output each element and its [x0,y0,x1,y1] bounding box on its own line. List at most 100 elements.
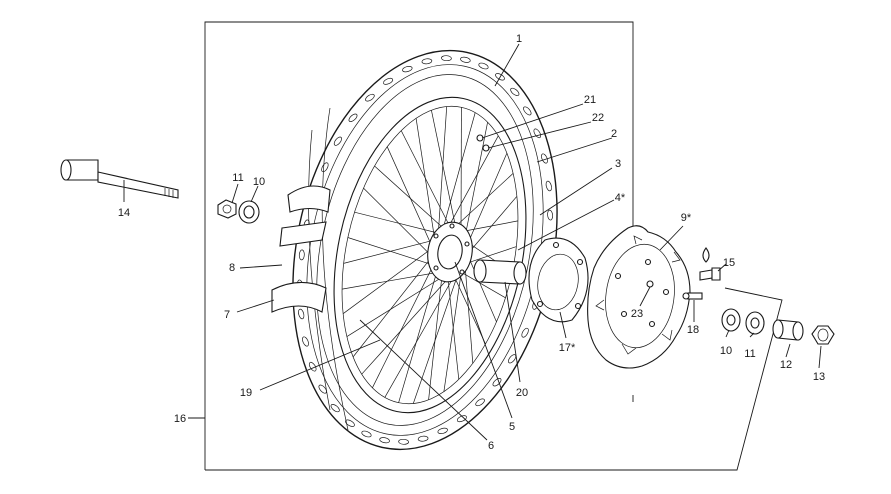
spoke [384,266,460,398]
left-bearing [238,200,260,224]
tread-block [348,113,358,122]
spoke [352,251,437,358]
right-bearing-11 [745,311,765,335]
tread-block [402,66,413,73]
tread-block [321,162,329,173]
left-axle-nut [217,199,237,219]
disc-pin-23 [646,280,654,288]
spoke [462,122,488,246]
tread-block [456,415,467,423]
spoke [440,112,476,238]
front-axle [60,159,179,199]
tread-block [475,398,485,407]
callout-21: 21 [584,94,596,106]
tread-block [298,249,305,261]
callout-14: 14 [118,207,130,219]
callout-4: 4* [615,192,626,204]
tread-block [460,56,471,63]
tread-block [478,62,489,70]
tread-block [541,153,548,164]
tread-block [508,354,517,364]
tread-block [333,136,342,146]
callout-19: 19 [240,387,252,399]
spoke [361,270,456,375]
callout-11-left: 11 [232,172,243,184]
callout-20: 20 [516,387,528,399]
spoke [343,238,440,264]
spoke [347,237,442,269]
callout-2: 2 [611,128,617,140]
spoke [412,261,463,404]
callout-10-left: 10 [253,176,265,188]
spoke [463,152,508,253]
spoke [431,110,458,236]
spoke [398,264,440,403]
right-spacer [772,319,804,341]
spoke [342,244,438,314]
threadlock-drop-icon [702,247,710,263]
tread-block [492,378,502,387]
callout-labels: 1 21 22 2 3 4* 9* 15 23 18 17* 10 11 12 … [118,33,825,452]
spoke [374,165,449,233]
spoke [363,187,439,263]
spoke [449,173,514,233]
spoke [451,271,486,345]
tread-block [523,106,532,116]
tread-block [330,404,340,413]
callout-6: 6 [488,440,494,452]
spoke [415,118,437,250]
callout-11-right: 11 [744,348,755,360]
tread-block [298,308,305,320]
wheel-hub [427,221,473,283]
callout-8: 8 [229,262,235,274]
tread-block [379,437,390,444]
tread-block [318,384,327,394]
tread-block [545,180,552,192]
callout-1: 1 [516,33,522,45]
spoke [428,268,444,400]
tread-block [302,336,309,347]
spoke [456,269,506,299]
tread-block [521,327,529,338]
callout-13: 13 [813,371,825,383]
tread-block [547,209,553,221]
callout-9: 9* [681,212,692,224]
tread-block [365,93,375,102]
spoke [400,130,454,233]
tread-block [421,58,433,65]
callout-5: 5 [509,421,515,433]
rim-tape [271,185,331,313]
tread-block [398,438,409,445]
tread-block [533,128,542,139]
callout-18: 18 [687,324,699,336]
spoke [372,258,438,388]
callout-12: 12 [780,359,792,371]
tread-block [345,419,355,427]
right-axle-nut [811,325,835,345]
tread-block [308,361,317,372]
spoke [446,271,460,380]
callout-23: 23 [631,308,643,320]
disc-adapter [528,237,589,323]
spoke [342,270,446,290]
callout-7: 7 [224,309,230,321]
callout-15: 15 [723,257,735,269]
disc-screw [699,267,721,281]
callout-3: 3 [615,158,621,170]
disc-bolt-18 [682,292,703,300]
tread-block [437,427,448,434]
brake-disc [587,225,691,369]
axle-spacer [473,259,527,285]
spoke [437,106,448,243]
right-bearing-10 [721,308,741,332]
callout-10-right: 10 [720,345,732,357]
tread-block [417,435,429,442]
spoke [346,271,451,337]
tread-block [441,55,452,62]
tread-block [361,430,372,438]
valve-cap [476,134,490,152]
tread-block [510,87,520,96]
spoke [386,146,437,257]
leader-lines [123,43,822,441]
